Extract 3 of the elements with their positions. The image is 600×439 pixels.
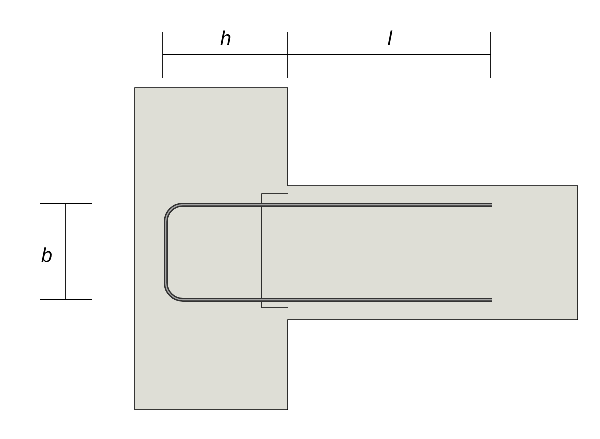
dimension-label: h: [220, 30, 231, 46]
dimension-label: l: [388, 30, 393, 46]
dimension-label: b: [42, 248, 52, 262]
